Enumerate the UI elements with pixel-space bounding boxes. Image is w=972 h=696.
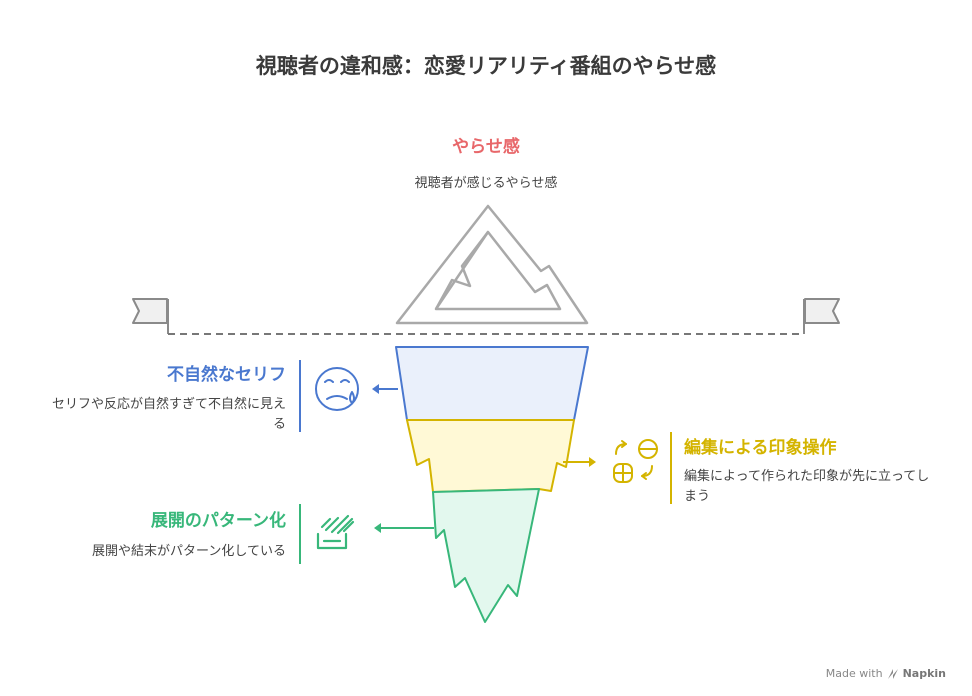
iceberg-tip-icon xyxy=(395,204,589,325)
cycle-edit-icon xyxy=(613,439,658,483)
layer-3-title: 展開のパターン化 xyxy=(150,511,286,531)
arrow-layer-1 xyxy=(372,384,398,394)
footer-watermark[interactable]: Made with Napkin xyxy=(826,667,946,680)
layer-1-description: セリフや反応が自然すぎて不自然に見える xyxy=(51,397,286,432)
layer-3-shape xyxy=(432,488,540,623)
stack-lines-icon xyxy=(316,514,355,550)
layer-1-title: 不自然なセリフ xyxy=(167,365,286,385)
napkin-logo-icon xyxy=(887,668,898,679)
made-with-label: Made with xyxy=(825,667,883,680)
layer-2-description: 編集によって作られた印象が先に立ってしまう xyxy=(684,469,930,504)
layer-2-shape xyxy=(406,419,575,493)
arrow-layer-2 xyxy=(563,457,596,467)
sad-face-icon xyxy=(315,367,359,411)
page-title: 視聴者の違和感：恋愛リアリティ番組のやらせ感 xyxy=(255,54,717,78)
tip-title: やらせ感 xyxy=(452,137,520,157)
layer-3-description: 展開や結末がパターン化している xyxy=(92,544,286,559)
layer-1-shape xyxy=(395,346,589,421)
tip-description: 視聴者が感じるやらせ感 xyxy=(414,176,558,191)
left-flag-icon xyxy=(132,298,169,334)
right-flag-icon xyxy=(803,298,840,334)
arrow-layer-3 xyxy=(374,523,434,533)
layer-2-title: 編集による印象操作 xyxy=(684,438,837,458)
brand-label: Napkin xyxy=(902,667,946,680)
